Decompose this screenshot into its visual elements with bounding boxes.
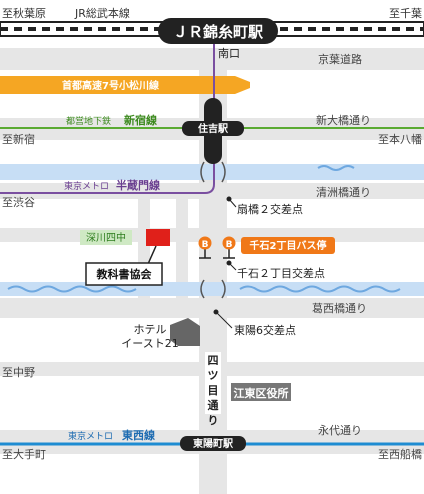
ogibashi-label: 扇橋２交差点 [237,202,303,216]
bridge-l1 [200,161,205,183]
shinjuku-name: 新宿線 [124,113,157,127]
kasai-label: 葛西橋通り [312,301,367,315]
dir-shinjuku: 至新宿 [2,132,35,146]
toyo-leader [215,311,233,329]
hotel-label-line: イースト21 [121,337,178,350]
bus-icon-letter-1: B [202,240,209,250]
wave-3 [239,285,401,293]
sengoku-label: 千石２丁目交差点 [237,266,325,280]
bus-stop-1[interactable]: B [198,236,212,259]
sumiyoshi-label: 住吉駅 [198,122,229,135]
school-marker [80,230,132,245]
dir-otemachi: 至大手町 [2,447,46,461]
school-label: 深川四中 [86,231,126,244]
river-upper [0,164,424,180]
hanzomon-prefix: 東京メトロ [64,180,109,192]
yotsume-char: 四 [208,354,219,367]
hotel-shape [170,318,200,346]
sengoku-leader [228,262,237,271]
yotsume-vertical-text: 四ツ目通り [208,354,219,427]
tozai-prefix: 東京メトロ [68,430,113,442]
hanzomon-line-track [0,40,215,194]
bus-icon-letter-2: B [226,240,233,250]
bus-stop-label: 千石2丁目バス停 [250,239,327,252]
target-label-box [85,262,163,286]
tozai-name: 東西線 [122,428,155,442]
yotsume-label: 四ツ目通り [208,354,219,427]
intersection-markers [213,196,237,329]
hanzomon-name: 半蔵門線 [116,178,160,192]
toyocho-badge[interactable] [180,436,246,451]
sumiyoshi-badge[interactable] [182,121,244,136]
bus-icon-2 [222,236,236,250]
rail-left-end: 至秋葉原 [2,6,46,20]
ward-office-label: 江東区役所 [234,386,289,400]
ward-office-shape[interactable] [231,383,291,401]
target-label: 教科書協会 [96,267,153,281]
wave-2 [7,285,137,293]
keiyo-label: 京葉道路 [318,52,362,66]
bridge-l2 [200,279,205,299]
kiyosumi-label: 清洲橋通り [316,185,371,199]
yotsume-char: 目 [208,384,219,397]
target-building[interactable] [146,229,170,246]
dir-nishi-funabashi: 至西船橋 [378,447,422,461]
bus-stop-2[interactable]: B [222,236,236,259]
jr-station-label: ＪＲ錦糸町駅 [173,23,264,41]
shinjuku-prefix: 都営地下鉄 [66,115,111,127]
ogibashi-leader [228,198,237,208]
yotsume-char: り [208,414,219,427]
target-leader [147,245,157,265]
hotel-label: ホテルイースト21 [121,323,178,350]
expressway-label: 首都高速7号小松川線 [62,79,159,92]
side-street-2 [176,199,188,299]
bus-icon-1 [198,236,212,250]
eitai-label: 永代通り [318,423,362,437]
yotsume-char: 通 [208,399,219,412]
bridge-r1 [221,161,226,183]
hotel-label-line: ホテル [134,323,167,336]
wave-1 [317,165,355,171]
shin-ohashi-label: 新大橋通り [316,113,371,127]
rail-line-name: JR総武本線 [74,6,130,20]
toyocho-label: 東陽町駅 [193,437,234,450]
bridges [200,161,226,299]
expressway-band [0,76,215,94]
bus-stop-label-box [241,237,335,254]
jr-station-badge[interactable] [158,18,278,44]
bridge-r2 [221,279,226,299]
toyo-label: 東陽6交差点 [234,323,296,337]
yotsume-char: ツ [208,369,219,382]
rail-right-end: 至千葉 [389,6,422,20]
dir-nakano: 至中野 [2,366,35,379]
station-exit: 南口 [218,47,240,60]
river-waves [7,165,401,293]
yotsume-label-box [205,352,221,414]
dir-shibuya: 至渋谷 [2,196,35,209]
dir-motoyawata: 至本八幡 [378,132,422,146]
river-lower [0,282,424,296]
